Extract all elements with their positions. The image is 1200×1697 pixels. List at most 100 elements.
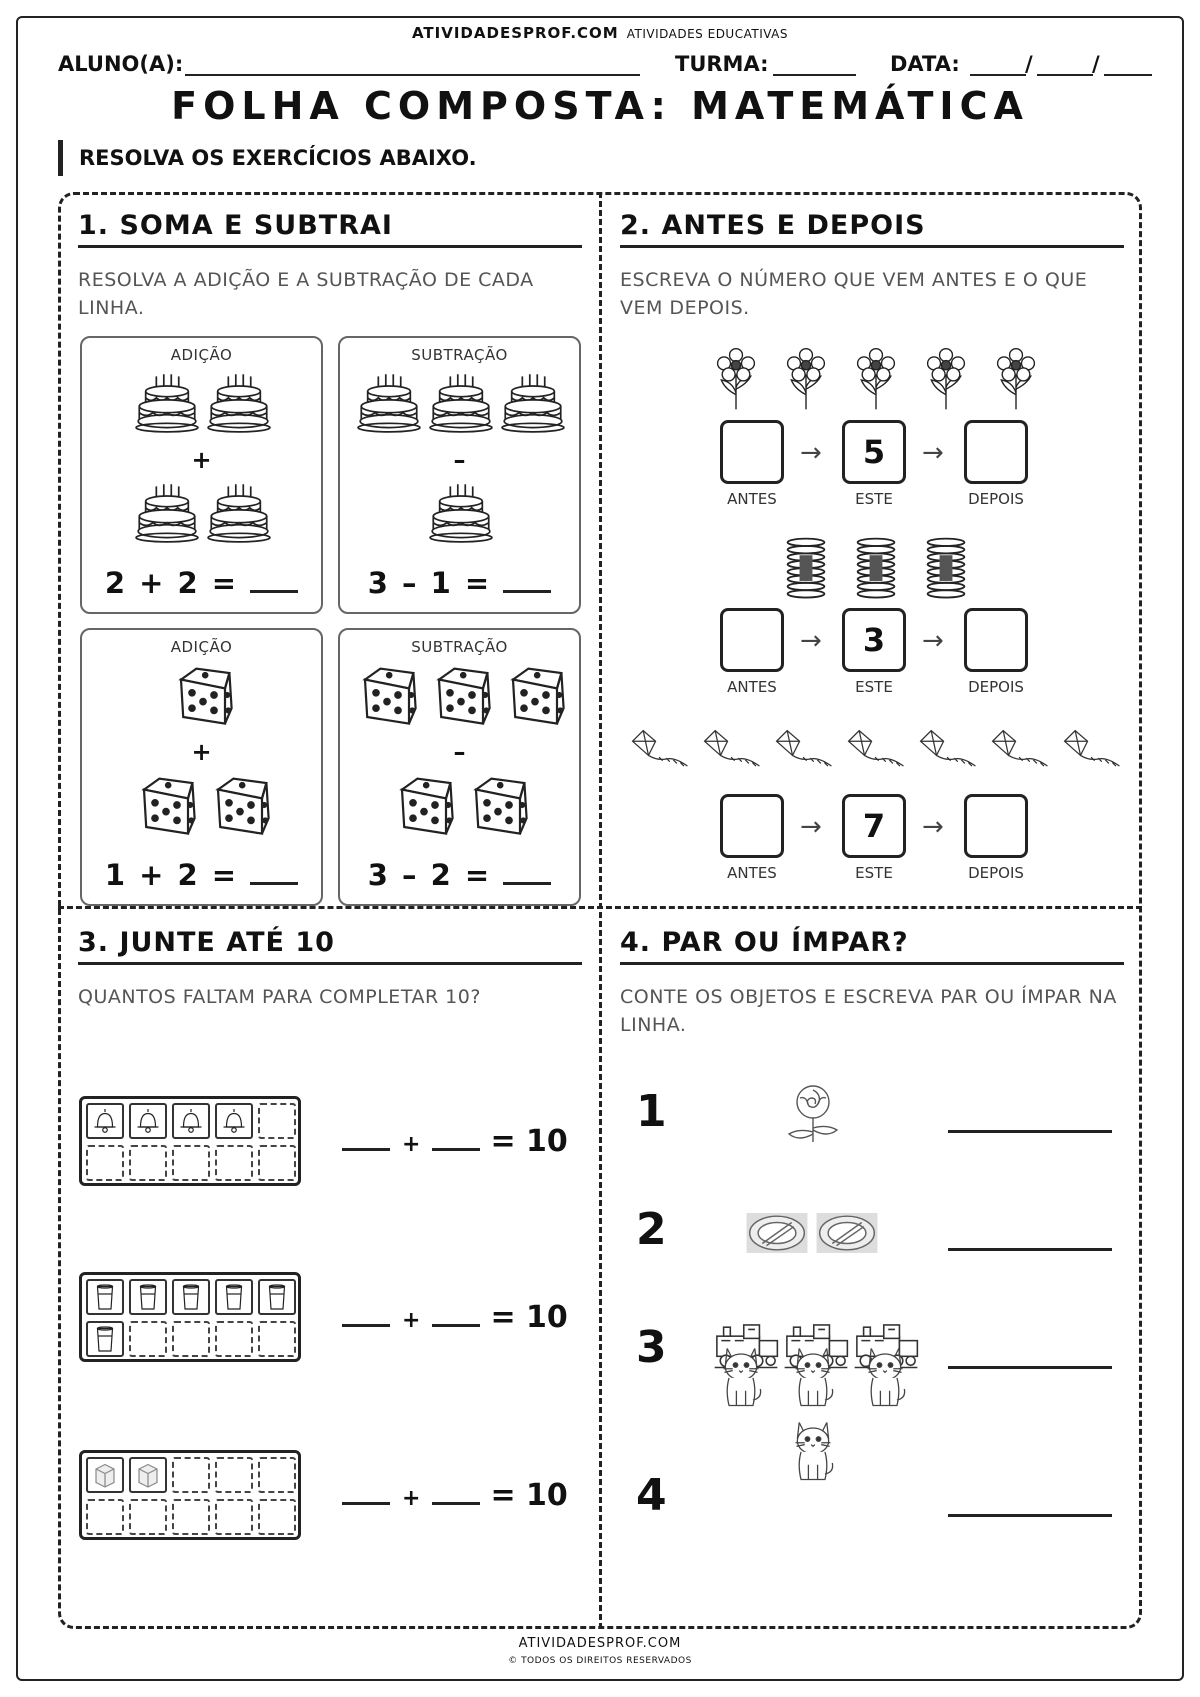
ten-frame-cell — [129, 1145, 167, 1181]
data-month-field[interactable] — [1037, 74, 1093, 76]
arrow-icon: → — [800, 626, 822, 656]
cake-icon — [207, 480, 271, 548]
flower-icon — [853, 346, 899, 416]
section4-text: CONTE OS OBJETOS E ESCREVA PAR OU ÍMPAR … — [620, 986, 1117, 1036]
operation-sign: – — [453, 446, 466, 474]
answer-blank[interactable] — [250, 567, 299, 593]
current-number-box: 7 — [842, 794, 906, 858]
answer-line[interactable] — [948, 1366, 1112, 1369]
bell-icon — [133, 1106, 163, 1140]
turma-label: TURMA: — [675, 52, 769, 76]
answer-blank[interactable] — [342, 1479, 390, 1505]
ten-frame-cell — [258, 1279, 296, 1315]
flower-icon — [923, 346, 969, 416]
dice-icon — [170, 662, 236, 732]
answer-blank[interactable] — [342, 1301, 390, 1327]
before-box[interactable] — [720, 420, 784, 484]
count-number: 4 — [636, 1470, 667, 1521]
operation-equation: 3 – 1 = — [340, 566, 579, 600]
plate-icon — [743, 1212, 811, 1258]
data-year-field[interactable] — [1104, 74, 1152, 76]
cat-icon — [790, 1344, 836, 1414]
data-label: DATA: — [890, 52, 960, 76]
answer-blank[interactable] — [432, 1479, 481, 1505]
operation-sign: + — [191, 738, 212, 766]
flower-icon — [783, 346, 829, 416]
answer-line[interactable] — [948, 1248, 1112, 1251]
ten-frame — [79, 1450, 301, 1540]
ten-frame-cell — [86, 1145, 124, 1181]
ten-frame-cell — [172, 1499, 210, 1535]
ten-frame-cell — [86, 1321, 124, 1357]
answer-blank[interactable] — [503, 567, 552, 593]
dice-icon — [428, 662, 494, 732]
section1-title: 1. SOMA E SUBTRAI — [78, 210, 582, 248]
before-box[interactable] — [720, 794, 784, 858]
complete-ten-equation: += 10 — [342, 1124, 568, 1159]
plate-icon — [813, 1212, 881, 1258]
answer-blank[interactable] — [342, 1125, 390, 1151]
equation-result: = 10 — [490, 1124, 568, 1159]
glass-icon — [90, 1324, 120, 1358]
after-box[interactable] — [964, 608, 1028, 672]
ten-frame-cell — [258, 1145, 296, 1181]
plus-sign: + — [402, 1486, 421, 1511]
ten-frame-cell — [86, 1457, 124, 1493]
before-box[interactable] — [720, 608, 784, 672]
operation-sign: + — [191, 446, 212, 474]
date-slash: / — [1092, 52, 1100, 76]
ten-frame-cell — [215, 1457, 253, 1493]
operation-card: ADIÇÃO + 1 + 2 = — [80, 628, 323, 906]
data-day-field[interactable] — [970, 74, 1026, 76]
answer-blank[interactable] — [503, 859, 552, 885]
answer-line[interactable] — [948, 1514, 1112, 1517]
count-number: 1 — [636, 1086, 667, 1137]
ten-frame-cell — [172, 1321, 210, 1357]
operation-label: SUBTRAÇÃO — [411, 346, 508, 364]
turma-field[interactable] — [773, 74, 856, 76]
cake-icon — [207, 370, 271, 438]
section1-text: RESOLVA A ADIÇÃO E A SUBTRAÇÃO DE CADA L… — [78, 269, 534, 319]
equation-text: 1 + 2 = — [104, 858, 251, 892]
arrow-icon: → — [922, 626, 944, 656]
kite-icon — [917, 728, 979, 778]
operation-card: ADIÇÃO + 2 + 2 = — [80, 336, 323, 614]
count-number: 3 — [636, 1322, 667, 1373]
ten-frame-cell — [215, 1321, 253, 1357]
ten-frame — [79, 1096, 301, 1186]
site-name: ATIVIDADESPROF.COM — [411, 24, 619, 42]
kite-icon — [629, 728, 691, 778]
cake-icon — [501, 370, 565, 438]
answer-blank[interactable] — [250, 859, 299, 885]
cake-icon — [429, 480, 493, 548]
footer-rights: © TODOS OS DIREITOS RESERVADOS — [508, 1656, 692, 1666]
page-frame — [16, 16, 1184, 1681]
box-label-before: ANTES — [727, 864, 777, 882]
kite-icon — [989, 728, 1051, 778]
ten-frame-cell — [172, 1279, 210, 1315]
answer-line[interactable] — [948, 1130, 1112, 1133]
after-box[interactable] — [964, 420, 1028, 484]
ten-frame — [79, 1272, 301, 1362]
answer-blank[interactable] — [432, 1125, 481, 1151]
ten-frame-cell — [86, 1499, 124, 1535]
ten-frame-cell — [86, 1103, 124, 1139]
operation-label: ADIÇÃO — [170, 638, 233, 656]
arrow-icon: → — [800, 812, 822, 842]
instruction: RESOLVA OS EXERCÍCIOS ABAIXO. — [58, 140, 477, 176]
operation-label: ADIÇÃO — [170, 346, 233, 364]
ice-cube-icon — [90, 1460, 120, 1494]
box-label-this: ESTE — [855, 678, 893, 696]
box-label-this: ESTE — [855, 490, 893, 508]
horizontal-divider — [58, 906, 1142, 909]
cat-icon — [862, 1344, 908, 1414]
aluno-field[interactable] — [185, 74, 640, 76]
dice-icon — [133, 772, 199, 842]
after-box[interactable] — [964, 794, 1028, 858]
operation-card: SUBTRAÇÃO – 3 – 2 = — [338, 628, 581, 906]
dice-icon — [465, 772, 531, 842]
answer-blank[interactable] — [432, 1301, 481, 1327]
dice-icon — [502, 662, 568, 732]
cake-icon — [429, 370, 493, 438]
